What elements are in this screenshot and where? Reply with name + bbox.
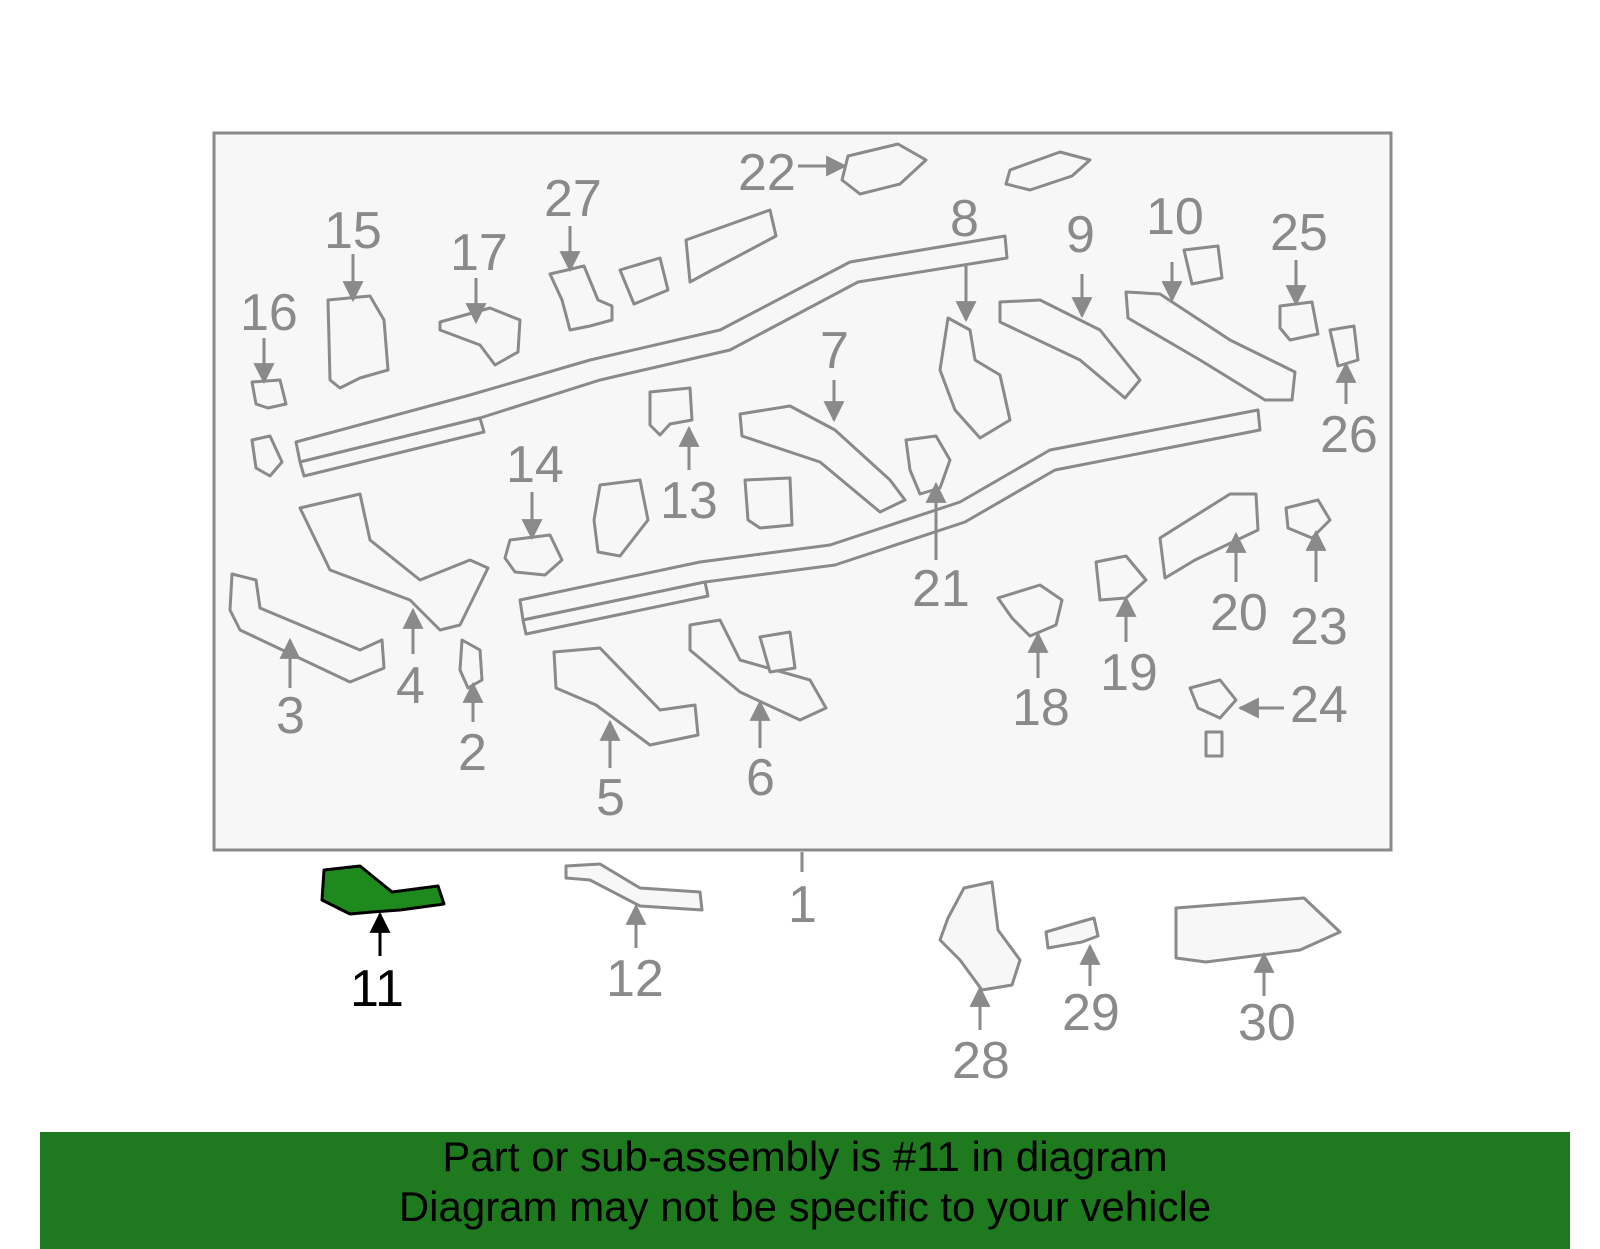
part-18-shape — [996, 583, 1064, 638]
part-6b-shape — [758, 630, 797, 674]
callout-28: 28 — [952, 1032, 1010, 1090]
frame-rail-upper — [294, 234, 1009, 478]
part-29-shape — [1044, 916, 1100, 950]
callout-2: 2 — [458, 724, 487, 782]
part-23-shape — [1284, 498, 1332, 540]
callout-27: 27 — [544, 170, 602, 228]
callout-29: 29 — [1062, 984, 1120, 1042]
part-26-shape — [1328, 324, 1360, 368]
callout-13: 13 — [660, 472, 718, 530]
callout-20: 20 — [1210, 584, 1268, 642]
callout-25: 25 — [1270, 204, 1328, 262]
part-14b-shape — [592, 478, 650, 558]
callout-1: 1 — [788, 876, 817, 934]
callout-23: 23 — [1290, 598, 1348, 656]
part-19-shape — [1094, 554, 1148, 602]
part-4-shape — [298, 492, 490, 632]
part-9-shape — [998, 298, 1142, 400]
callout-3: 3 — [276, 687, 305, 745]
parts-diagram: 1 2 3 4 5 6 7 8 9 10 11 12 13 14 15 16 1… — [212, 131, 1393, 1090]
part-13-shape — [648, 386, 694, 437]
part-22b-shape — [1004, 150, 1092, 192]
callout-4: 4 — [396, 657, 425, 715]
callout-21: 21 — [912, 560, 970, 618]
part-6-shape — [688, 618, 828, 722]
callout-30: 30 — [1238, 994, 1296, 1052]
part-24b-shape — [1204, 730, 1224, 758]
part-25b-shape — [1278, 300, 1320, 342]
leader-lines — [253, 155, 1357, 1030]
part-14-shape — [503, 533, 564, 577]
part-27b-shape — [618, 256, 670, 306]
part-28-shape — [938, 880, 1022, 992]
callout-15: 15 — [324, 202, 382, 260]
part-16-shape — [250, 378, 288, 410]
part-5-shape — [552, 646, 700, 747]
part-27c-shape — [684, 208, 778, 284]
callout-10: 10 — [1146, 188, 1204, 246]
part-10-shape — [1124, 290, 1297, 402]
callout-6: 6 — [746, 749, 775, 807]
frame-rail-lower — [518, 408, 1262, 636]
callout-24: 24 — [1290, 676, 1348, 734]
part-13b-shape — [743, 476, 794, 530]
callout-18: 18 — [1012, 679, 1070, 737]
callout-22: 22 — [738, 144, 796, 202]
part-7-shape — [738, 404, 907, 514]
callout-8: 8 — [950, 190, 979, 248]
part-22-shape — [840, 142, 928, 196]
banner-line-2: Diagram may not be specific to your vehi… — [398, 1183, 1212, 1230]
part-3-shape — [228, 572, 386, 684]
part-12-shape — [564, 862, 704, 912]
part-25-shape — [1182, 244, 1224, 286]
part-15-shape — [326, 294, 390, 390]
part-11-shape[interactable] — [320, 864, 446, 916]
part-30-shape — [1174, 896, 1342, 964]
part-27-shape — [548, 264, 614, 332]
callout-5: 5 — [596, 769, 625, 827]
part-8-shape — [938, 316, 1012, 440]
callout-labels: 1 2 3 4 5 6 7 8 9 10 11 12 13 14 15 16 1… — [240, 144, 1378, 1090]
callout-9: 9 — [1066, 206, 1095, 264]
callout-7: 7 — [820, 322, 849, 380]
part-20-shape — [1158, 492, 1260, 580]
callout-12: 12 — [606, 950, 664, 1008]
callout-11[interactable]: 11 — [350, 960, 404, 1018]
part-17-shape — [438, 306, 522, 367]
callout-16: 16 — [240, 284, 298, 342]
part-24-shape — [1188, 678, 1238, 720]
callout-17: 17 — [450, 224, 508, 282]
callout-26: 26 — [1320, 406, 1378, 464]
callout-19: 19 — [1100, 644, 1158, 702]
info-banner: Part or sub-assembly is #11 in diagram D… — [40, 1132, 1570, 1249]
part-16b-shape — [250, 434, 284, 478]
callout-14: 14 — [506, 436, 564, 494]
banner-line-1: Part or sub-assembly is #11 in diagram — [442, 1133, 1168, 1180]
